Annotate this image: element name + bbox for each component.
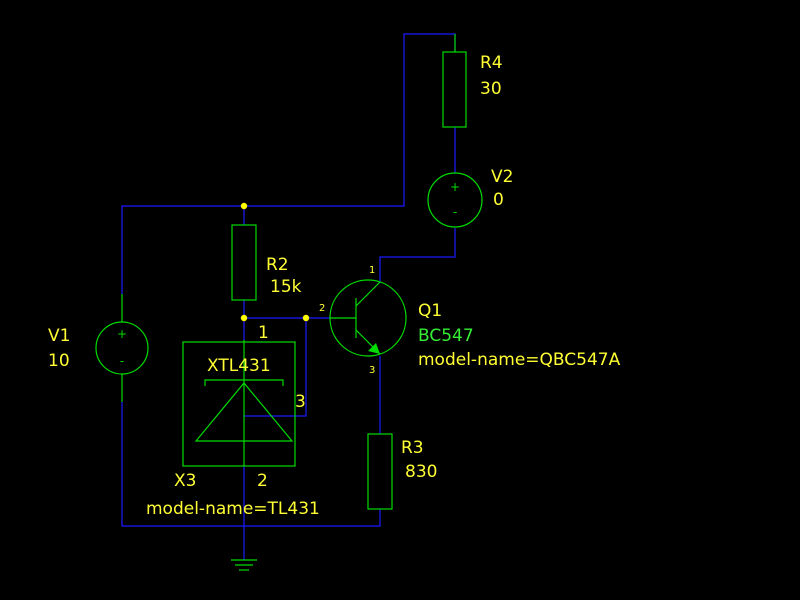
junction-node1 xyxy=(240,314,248,322)
v1-body xyxy=(95,321,149,375)
x3-ref: X3 xyxy=(174,471,196,491)
x3-part: XTL431 xyxy=(207,356,271,376)
r3-body xyxy=(367,433,393,510)
r2-body xyxy=(231,224,257,301)
voltage-source-v1: + - V1 10 xyxy=(48,294,149,402)
q1-model: model-name=QBC547A xyxy=(418,350,621,370)
v1-value: 10 xyxy=(48,351,70,371)
v2-value: 0 xyxy=(493,190,504,210)
resistor-r4: R4 30 xyxy=(442,34,503,128)
voltage-source-v2: + - V2 0 xyxy=(427,167,513,228)
transistor-q1: 1 2 3 Q1 BC547 model-name=QBC547A xyxy=(319,265,621,376)
resistor-r2: R2 15k xyxy=(231,224,302,301)
x3-model: model-name=TL431 xyxy=(146,499,320,519)
q1-part: BC547 xyxy=(418,326,474,346)
junction-ref xyxy=(302,314,310,322)
q1-emitter-arrow-icon xyxy=(368,343,380,354)
r2-value: 15k xyxy=(270,277,302,297)
v1-ref: V1 xyxy=(48,326,70,346)
q1-pin-emitter: 3 xyxy=(369,365,375,376)
r3-value: 830 xyxy=(405,462,437,482)
v2-ref: V2 xyxy=(491,167,513,187)
v2-plus-symbol: + xyxy=(450,180,460,194)
x3-diode-triangle-icon xyxy=(194,382,294,442)
r4-ref: R4 xyxy=(480,53,503,73)
ground-icon xyxy=(231,559,257,571)
junction-top xyxy=(240,202,248,210)
q1-pin-collector: 1 xyxy=(369,265,375,276)
x3-pin-cathode: 1 xyxy=(258,323,269,343)
r2-ref: R2 xyxy=(266,255,289,275)
r4-value: 30 xyxy=(480,79,502,99)
shunt-regulator-x3: XTL431 1 3 2 X3 model-name=TL431 xyxy=(146,323,320,519)
junctions xyxy=(240,202,310,322)
wire-v2-q1-collector xyxy=(379,228,456,282)
x3-pin-anode: 2 xyxy=(257,471,268,491)
v2-minus-symbol: - xyxy=(453,205,457,219)
resistor-r3: R3 830 xyxy=(367,433,437,510)
v1-plus-symbol: + xyxy=(117,327,127,341)
q1-ref: Q1 xyxy=(418,301,442,321)
q1-pin-base: 2 xyxy=(319,303,325,314)
x3-body xyxy=(182,341,296,467)
v1-minus-symbol: - xyxy=(120,354,124,368)
r4-body xyxy=(442,51,467,128)
wire-ground-return xyxy=(121,402,381,527)
wire-ref-pin3 xyxy=(244,318,307,417)
x3-pin-ref: 3 xyxy=(295,392,306,412)
v2-body xyxy=(427,172,483,228)
r3-ref: R3 xyxy=(401,438,424,458)
